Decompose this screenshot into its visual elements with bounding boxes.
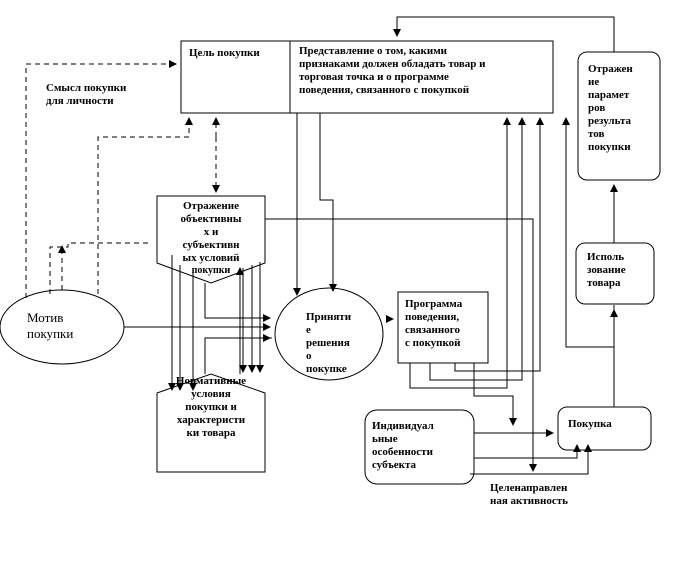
representation-label: Представление о том, какими признаками д… (299, 45, 486, 96)
individual-box (364, 409, 475, 485)
program-label: Программа поведения, связанного с покупк… (405, 298, 463, 349)
normative-shape (156, 373, 266, 473)
meaning-label: Смысл покупки для личности (46, 82, 127, 107)
usage-label: Исполь зование товара (587, 251, 626, 289)
reflection-conditions-label: Отражение объективны х и субъективн ых у… (180, 200, 242, 276)
purchase-label: Покупка (568, 418, 612, 430)
normative-label: Нормативные условия покупки и характерис… (175, 375, 247, 439)
individual-label: Индивидуал ьные особенности субъекта (372, 420, 434, 471)
motive-label: Мотив покупки (27, 310, 74, 341)
goal-label: Цель покупки (189, 47, 260, 59)
reflection-results-label: Отражен ие парамет ров результа тов поку… (588, 63, 633, 153)
program-box (397, 291, 489, 364)
purchase-box (557, 406, 652, 451)
usage-box (575, 242, 655, 305)
goal-box (180, 40, 554, 114)
activity-label: Целенаправлен ная активность (490, 482, 568, 507)
decision-label: Приняти е решения о покупке (306, 311, 352, 375)
dashed-connectors (25, 60, 220, 298)
reflection-results-box (577, 51, 661, 181)
